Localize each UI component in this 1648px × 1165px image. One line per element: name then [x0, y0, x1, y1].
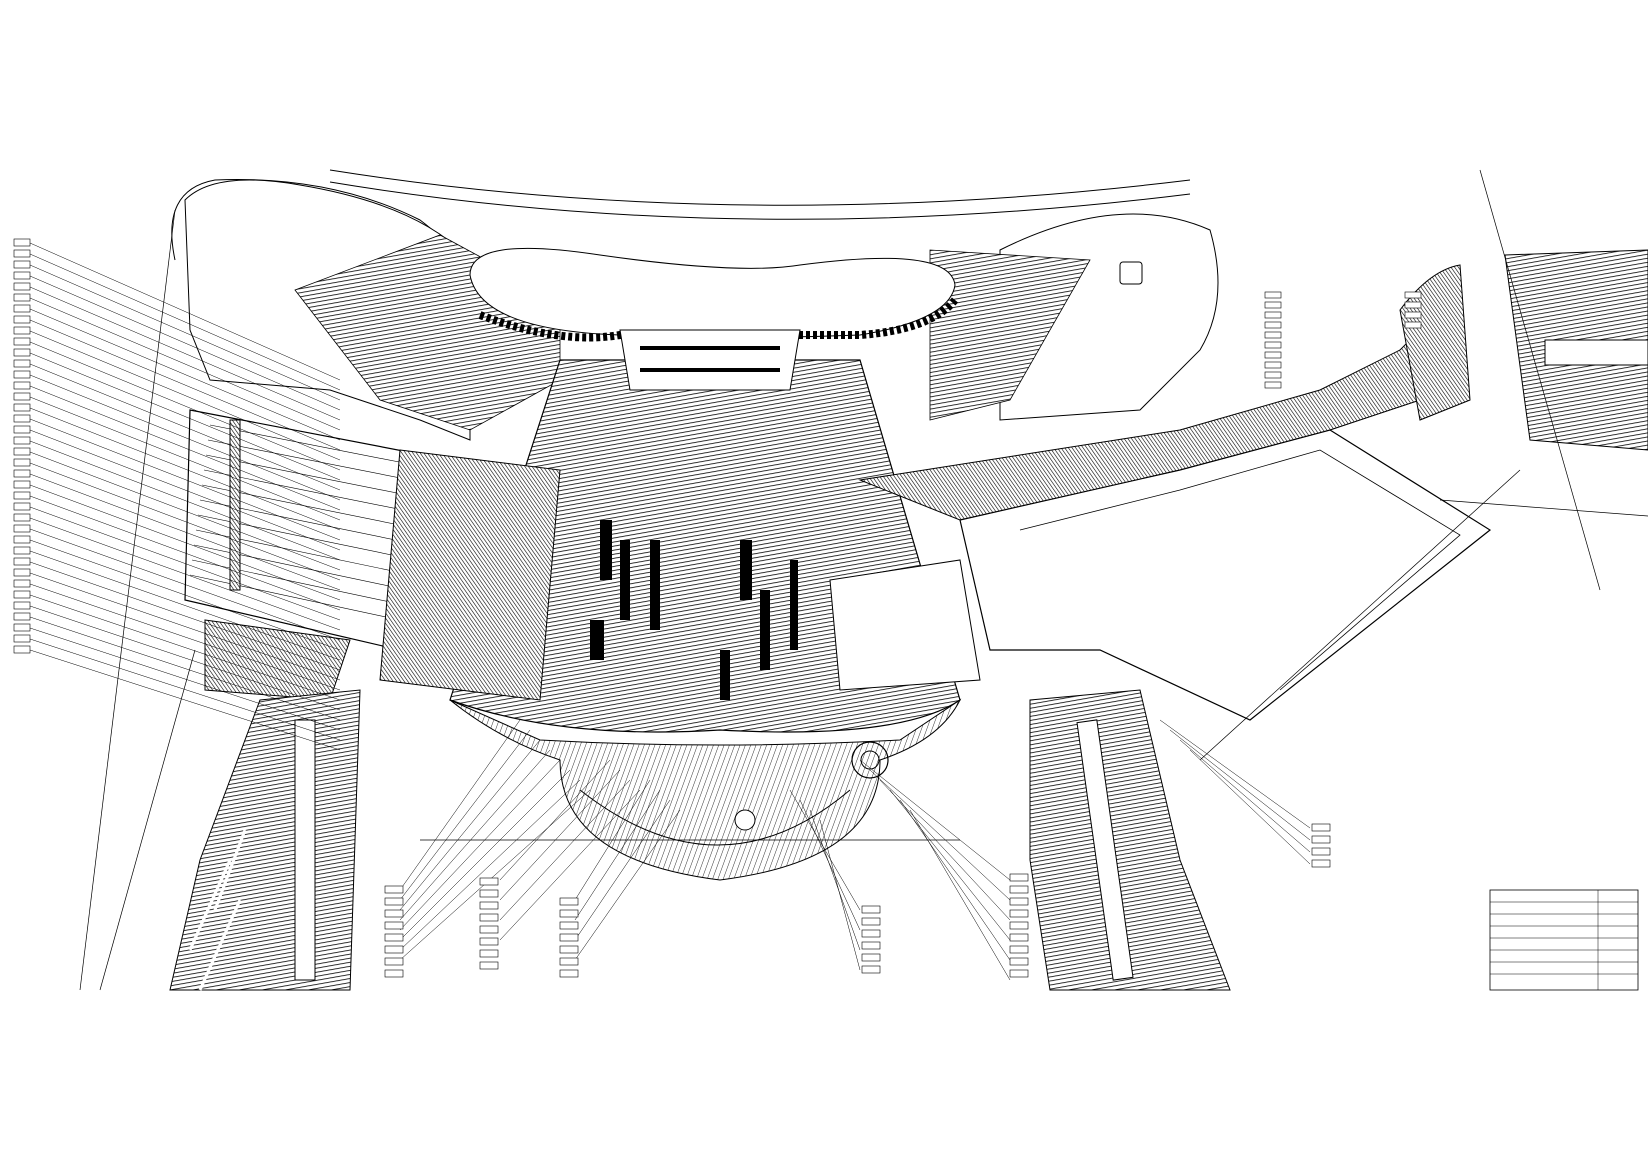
southwest-wing [169, 689, 361, 991]
right-callout-tags [1264, 291, 1422, 389]
grid-axes [79, 169, 1648, 991]
southeast-wing [1029, 689, 1231, 991]
main-forecourt [449, 329, 961, 733]
planter-blocks [590, 520, 798, 700]
east-rowhouses [1504, 249, 1648, 451]
east-lawn [929, 213, 1219, 421]
east-building [829, 429, 1492, 721]
west-terrace [204, 449, 561, 701]
bottom-leader-lines [399, 719, 1311, 981]
central-island [469, 247, 959, 342]
legend-table [1489, 889, 1639, 991]
left-leader-lines [29, 242, 341, 751]
left-callout-tags [13, 238, 31, 654]
bottom-callout-tags [384, 823, 1331, 978]
west-building [184, 409, 451, 651]
